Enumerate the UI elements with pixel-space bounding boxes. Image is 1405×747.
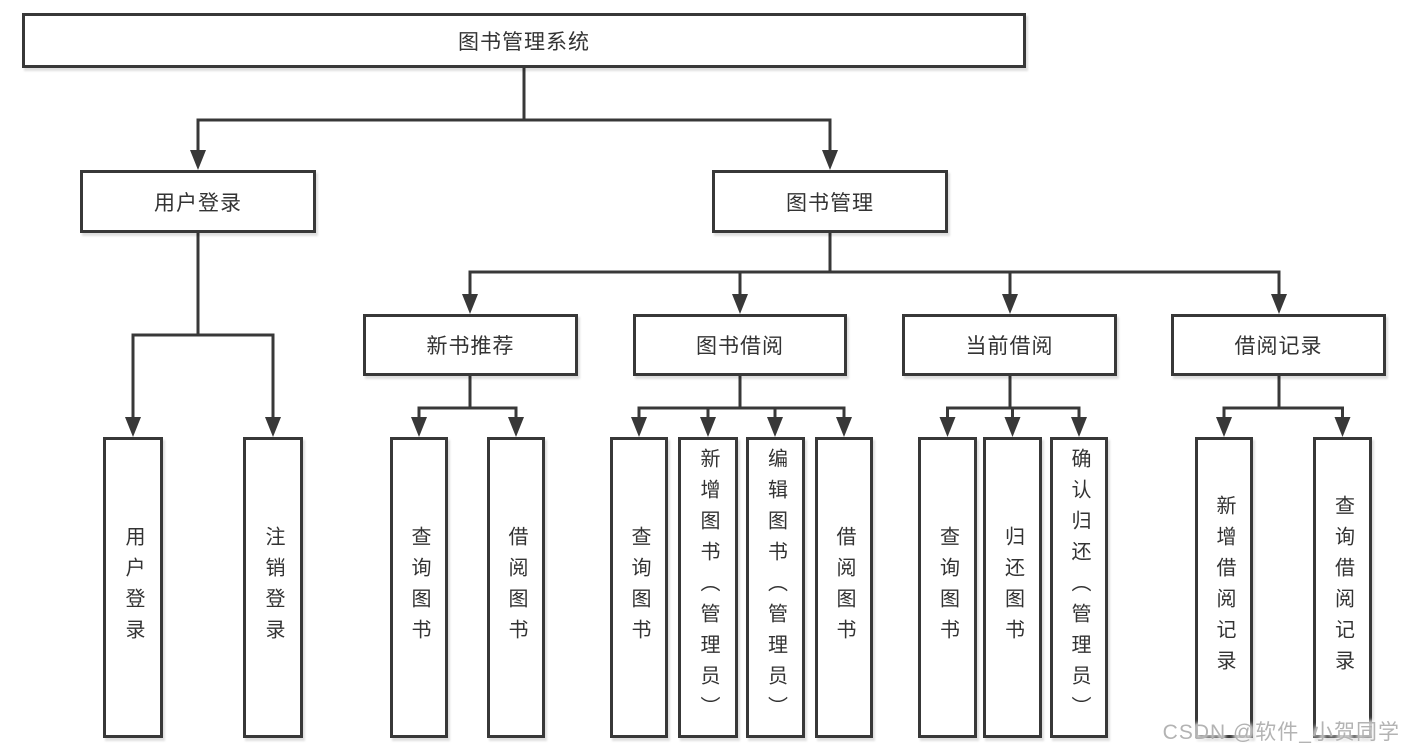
node-root: 图书管理系统 bbox=[22, 13, 1026, 68]
leaf-borrow-edit-books-admin: 编辑图书（管理员） bbox=[746, 437, 805, 738]
node-current-borrowing: 当前借阅 bbox=[902, 314, 1117, 376]
node-user-login: 用户登录 bbox=[80, 170, 316, 233]
leaf-current-return-books: 归还图书 bbox=[983, 437, 1042, 738]
leaf-newbook-query-books: 查询图书 bbox=[390, 437, 448, 738]
node-root-label: 图书管理系统 bbox=[458, 30, 590, 54]
leaf-newbook-borrow-books: 借阅图书 bbox=[487, 437, 545, 738]
node-book-borrowing-label: 图书借阅 bbox=[696, 335, 784, 358]
node-borrowing-records: 借阅记录 bbox=[1171, 314, 1386, 376]
node-new-book-recommend-label: 新书推荐 bbox=[426, 335, 515, 358]
node-user-login-label: 用户登录 bbox=[154, 191, 242, 215]
leaf-current-query-books: 查询图书 bbox=[918, 437, 977, 738]
leaf-logout: 注销登录 bbox=[243, 437, 303, 738]
leaf-record-query-borrow-record: 查询借阅记录 bbox=[1313, 437, 1372, 738]
node-current-borrowing-label: 当前借阅 bbox=[965, 335, 1054, 358]
node-book-borrowing: 图书借阅 bbox=[633, 314, 847, 376]
node-book-management-label: 图书管理 bbox=[786, 191, 874, 215]
node-book-management: 图书管理 bbox=[712, 170, 948, 233]
node-borrowing-records-label: 借阅记录 bbox=[1234, 335, 1323, 358]
node-new-book-recommend: 新书推荐 bbox=[363, 314, 578, 376]
leaf-current-confirm-return-admin: 确认归还（管理员） bbox=[1050, 437, 1108, 738]
leaf-record-add-borrow-record: 新增借阅记录 bbox=[1195, 437, 1253, 738]
leaf-borrow-borrow-books: 借阅图书 bbox=[815, 437, 873, 738]
leaf-borrow-add-books-admin: 新增图书（管理员） bbox=[678, 437, 738, 738]
leaf-user-login: 用户登录 bbox=[103, 437, 163, 738]
csdn-watermark: CSDN @软件_小贺同学 bbox=[1162, 721, 1400, 744]
leaf-borrow-query-books: 查询图书 bbox=[610, 437, 668, 738]
